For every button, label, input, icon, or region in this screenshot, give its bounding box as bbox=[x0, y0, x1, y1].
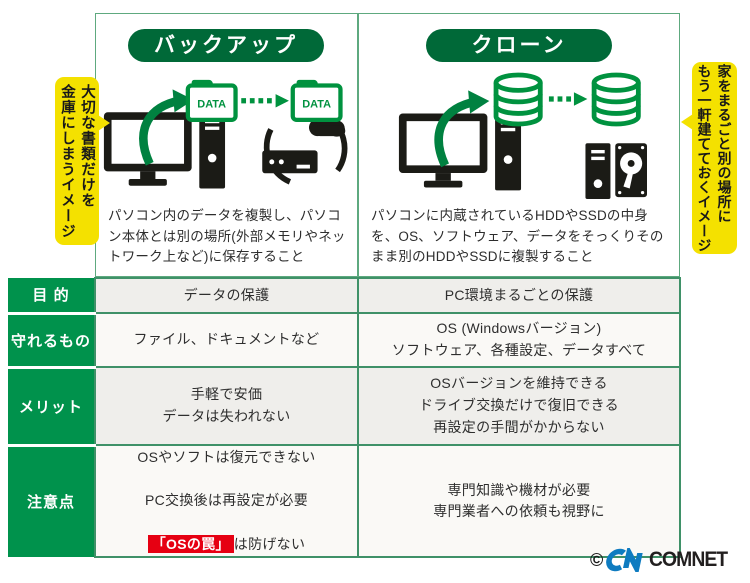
ribbon-pointer-right-icon bbox=[98, 115, 110, 131]
row-label-merit: メリット bbox=[8, 367, 96, 447]
ribbon-pointer-left-icon bbox=[681, 114, 693, 130]
backup-title-pill: バックアップ bbox=[128, 29, 324, 62]
copy-arrow-icon bbox=[139, 89, 194, 166]
row-label-caution: 注意点 bbox=[8, 445, 96, 558]
copyright-symbol: © bbox=[590, 549, 604, 570]
comparison-table: 目 的 データの保護 PC環境まるごとの保護 守れるもの ファイル、ドキュメント… bbox=[8, 277, 681, 559]
purpose-clone-cell: PC環境まるごとの保護 bbox=[357, 277, 681, 314]
table-row-merit: メリット 手軽で安価 データは失われない OSバージョンを維持できる ドライブ交… bbox=[8, 366, 681, 447]
hdd-icon bbox=[615, 143, 647, 198]
comnet-logo-text: COMNET bbox=[649, 548, 728, 571]
disk-stack-copy-icon bbox=[591, 72, 641, 127]
clone-analogy-text: 家をまるごと別の場所に もう一軒建てておくイメージ bbox=[696, 63, 733, 253]
data-folder-icon: DATA bbox=[185, 79, 238, 123]
merit-clone-cell: OSバージョンを維持できる ドライブ交換だけで復旧できる 再設定の手間がかからな… bbox=[357, 366, 681, 446]
transfer-arrow-icon bbox=[548, 92, 588, 106]
caution-backup-line2: PC交換後は再設定が必要 bbox=[144, 492, 309, 509]
comnet-logo: © COMNET bbox=[590, 548, 734, 572]
folder-label: DATA bbox=[197, 98, 226, 110]
purpose-backup-cell: データの保護 bbox=[94, 277, 359, 314]
clone-title-pill: クローン bbox=[426, 29, 612, 62]
table-row-purpose: 目 的 データの保護 PC環境まるごとの保護 bbox=[8, 277, 681, 315]
caution-backup-cell: OSやソフトは復元できない PC交換後は再設定が必要 「OSの罠」は防げない bbox=[94, 443, 359, 559]
desktop-pc-icon bbox=[103, 110, 226, 189]
clone-illustration bbox=[398, 72, 647, 200]
backup-analogy-text: 大切な書類だけを 金庫にしまうイメージ bbox=[59, 83, 95, 239]
table-row-caution: 注意点 OSやソフトは復元できない PC交換後は再設定が必要 「OSの罠」は防げ… bbox=[8, 443, 681, 559]
caution-backup-line3-tail: は防げない bbox=[233, 535, 306, 552]
caution-backup-line1: OSやソフトは復元できない bbox=[137, 449, 316, 465]
comnet-logo-mark-icon bbox=[606, 548, 643, 572]
os-trap-highlight: 「OSの罠」 bbox=[147, 534, 234, 553]
protect-clone-cell: OS (Windowsバージョン) ソフトウェア、各種設定、データすべて bbox=[357, 312, 681, 368]
backup-analogy-ribbon: 大切な書類だけを 金庫にしまうイメージ bbox=[55, 77, 110, 245]
disk-stack-icon bbox=[493, 72, 543, 127]
transfer-arrow-icon bbox=[241, 94, 289, 108]
clone-panel: パソコンに内蔵されているHDDやSSDの中身を、OS、ソフトウェア、データをそっ… bbox=[358, 13, 680, 277]
backup-description: パソコン内のデータを複製し、パソコン本体とは別の場所(外部メモリやネットワーク上… bbox=[108, 208, 346, 265]
row-label-protect: 守れるもの bbox=[8, 313, 96, 369]
data-folder-copy-icon: DATA bbox=[290, 79, 343, 123]
merit-backup-cell: 手軽で安価 データは失われない bbox=[94, 366, 359, 446]
external-drive-icon bbox=[262, 150, 318, 174]
protect-backup-cell: ファイル、ドキュメントなど bbox=[94, 312, 359, 368]
folder-label: DATA bbox=[302, 98, 331, 110]
clone-analogy-ribbon: 家をまるごと別の場所に もう一軒建てておくイメージ bbox=[681, 62, 737, 254]
pc-tower-icon bbox=[585, 143, 611, 200]
caution-clone-cell: 専門知識や機材が必要 専門業者への依頼も視野に bbox=[357, 443, 681, 559]
clone-description: パソコンに内蔵されているHDDやSSDの中身を、OS、ソフトウェア、データをそっ… bbox=[371, 208, 664, 265]
copy-arrow-icon bbox=[434, 90, 490, 168]
backup-illustration: DATA DATA bbox=[103, 79, 348, 189]
row-label-purpose: 目 的 bbox=[8, 278, 96, 315]
table-row-protect: 守れるもの ファイル、ドキュメントなど OS (Windowsバージョン) ソフ… bbox=[8, 312, 681, 369]
